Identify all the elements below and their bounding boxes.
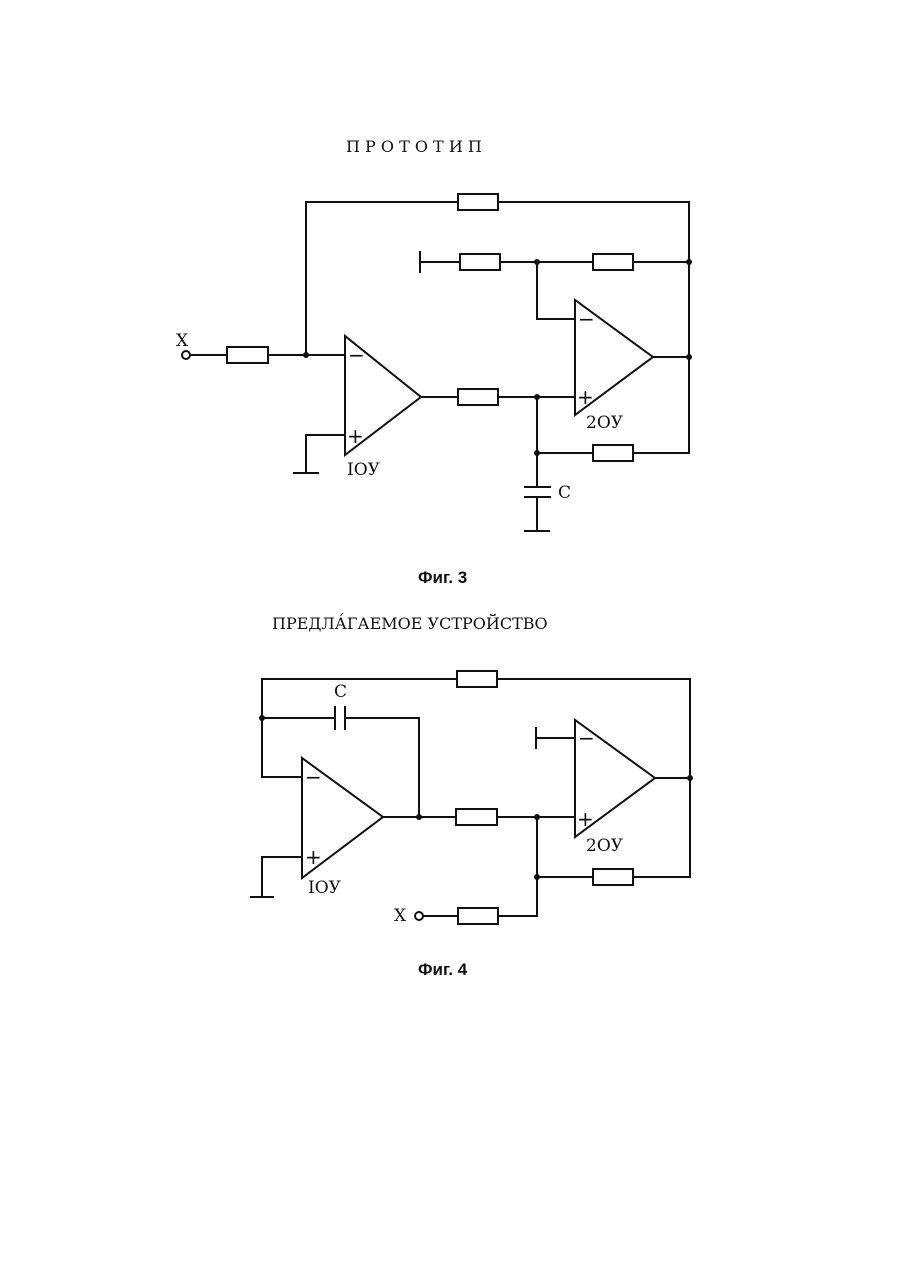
fig3-opamp1-plus: + — [347, 424, 364, 448]
fig3-feedback-resistor — [458, 194, 498, 210]
fig4-opamp1-plus: + — [305, 845, 322, 869]
fig3-coupling-resistor — [458, 389, 498, 405]
fig4-input-resistor — [458, 908, 498, 924]
fig3-opamp1-minus: − — [348, 343, 365, 367]
fig4-opamp2-label: 2ОУ — [586, 836, 624, 856]
figure-4-caption: Фиг. 4 — [418, 960, 468, 979]
fig3-input-resistor — [227, 347, 268, 363]
figure-3-heading: П Р О Т О Т И П — [346, 137, 482, 156]
fig4-opamp2-minus: − — [578, 726, 595, 750]
fig3-opamp1-label: IОУ — [347, 460, 381, 480]
fig4-opamp1-minus: − — [305, 765, 322, 789]
fig3-opamp2-minus: − — [578, 307, 595, 331]
fig3-opamp2-label: 2ОУ — [586, 413, 624, 433]
figure-3-caption: Фиг. 3 — [418, 568, 467, 587]
fig4-positive-feedback-resistor — [593, 869, 633, 885]
fig3-capacitor-label: C — [558, 483, 571, 503]
fig4-opamp2-plus: + — [577, 807, 594, 831]
fig4-feedback-resistor — [457, 671, 497, 687]
fig3-input-terminal — [182, 351, 190, 359]
figure-4: ПРЕДЛА́ГАЕМОЕ УСТРОЙСТВО — [251, 613, 693, 979]
fig3-opamp2-feedback-resistor — [593, 254, 633, 270]
fig4-input-label: X — [394, 906, 407, 926]
fig3-input-label: X — [176, 331, 189, 351]
fig4-input-terminal — [415, 912, 423, 920]
fig3-reference-resistor — [460, 254, 500, 270]
fig3-opamp2-plus: + — [577, 385, 594, 409]
fig4-opamp1-label: IОУ — [308, 878, 342, 898]
fig4-coupling-resistor — [456, 809, 497, 825]
figure-4-heading: ПРЕДЛА́ГАЕМОЕ УСТРОЙСТВО — [272, 613, 548, 633]
fig3-positive-feedback-resistor — [593, 445, 633, 461]
fig4-capacitor-label: C — [334, 682, 347, 702]
figure-3: П Р О Т О Т И П — [176, 137, 692, 587]
